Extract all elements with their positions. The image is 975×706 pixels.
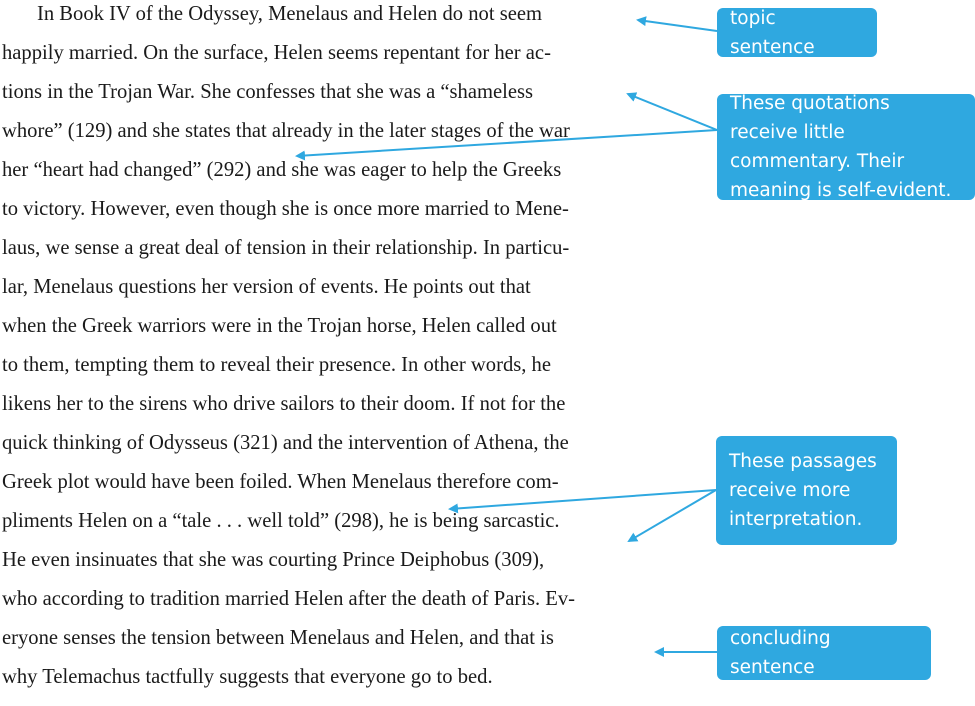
essay-line-18: why Telemachus tactfully suggests that e… (2, 666, 493, 688)
essay-line-9: when the Greek warriors were in the Troj… (2, 315, 557, 337)
essay-line-13: Greek plot would have been foiled. When … (2, 471, 559, 493)
essay-line-10: to them, tempting them to reveal their p… (2, 354, 551, 376)
essay-line-8: lar, Menelaus questions her version of e… (2, 276, 531, 298)
callout-passages: These passages receive more interpretati… (716, 436, 897, 545)
callout-topic-sentence: topic sentence (717, 8, 877, 58)
essay-line-12: quick thinking of Odysseus (321) and the… (2, 432, 569, 454)
essay-line-17: eryone senses the tension between Menela… (2, 627, 554, 649)
arrow-quotation-shameless (626, 92, 718, 131)
essay-line-15: He even insinuates that she was courting… (2, 549, 545, 571)
essay-line-11: likens her to the sirens who drive sailo… (2, 393, 566, 415)
arrow-topic (636, 16, 718, 32)
essay-line-7: laus, we sense a great deal of tension i… (2, 237, 570, 259)
arrow-passage-courting (627, 489, 717, 543)
callout-concluding-sentence: concluding sentence (717, 626, 931, 680)
essay-line-14: pliments Helen on a “tale . . . well tol… (2, 510, 560, 532)
callout-quotations: These quotations receive little commenta… (717, 93, 975, 201)
essay-line-3: tions in the Trojan War. She confesses t… (2, 81, 534, 103)
essay-line-6: to victory. However, even though she is … (2, 198, 569, 220)
essay-line-5: her “heart had changed” (292) and she wa… (2, 159, 562, 181)
essay-line-16: who according to tradition married Helen… (2, 588, 575, 610)
essay-line-4: whore” (129) and she states that already… (2, 120, 570, 142)
essay-line-1: In Book IV of the Odyssey, Menelaus and … (37, 3, 543, 25)
essay-line-2: happily married. On the surface, Helen s… (2, 42, 551, 64)
